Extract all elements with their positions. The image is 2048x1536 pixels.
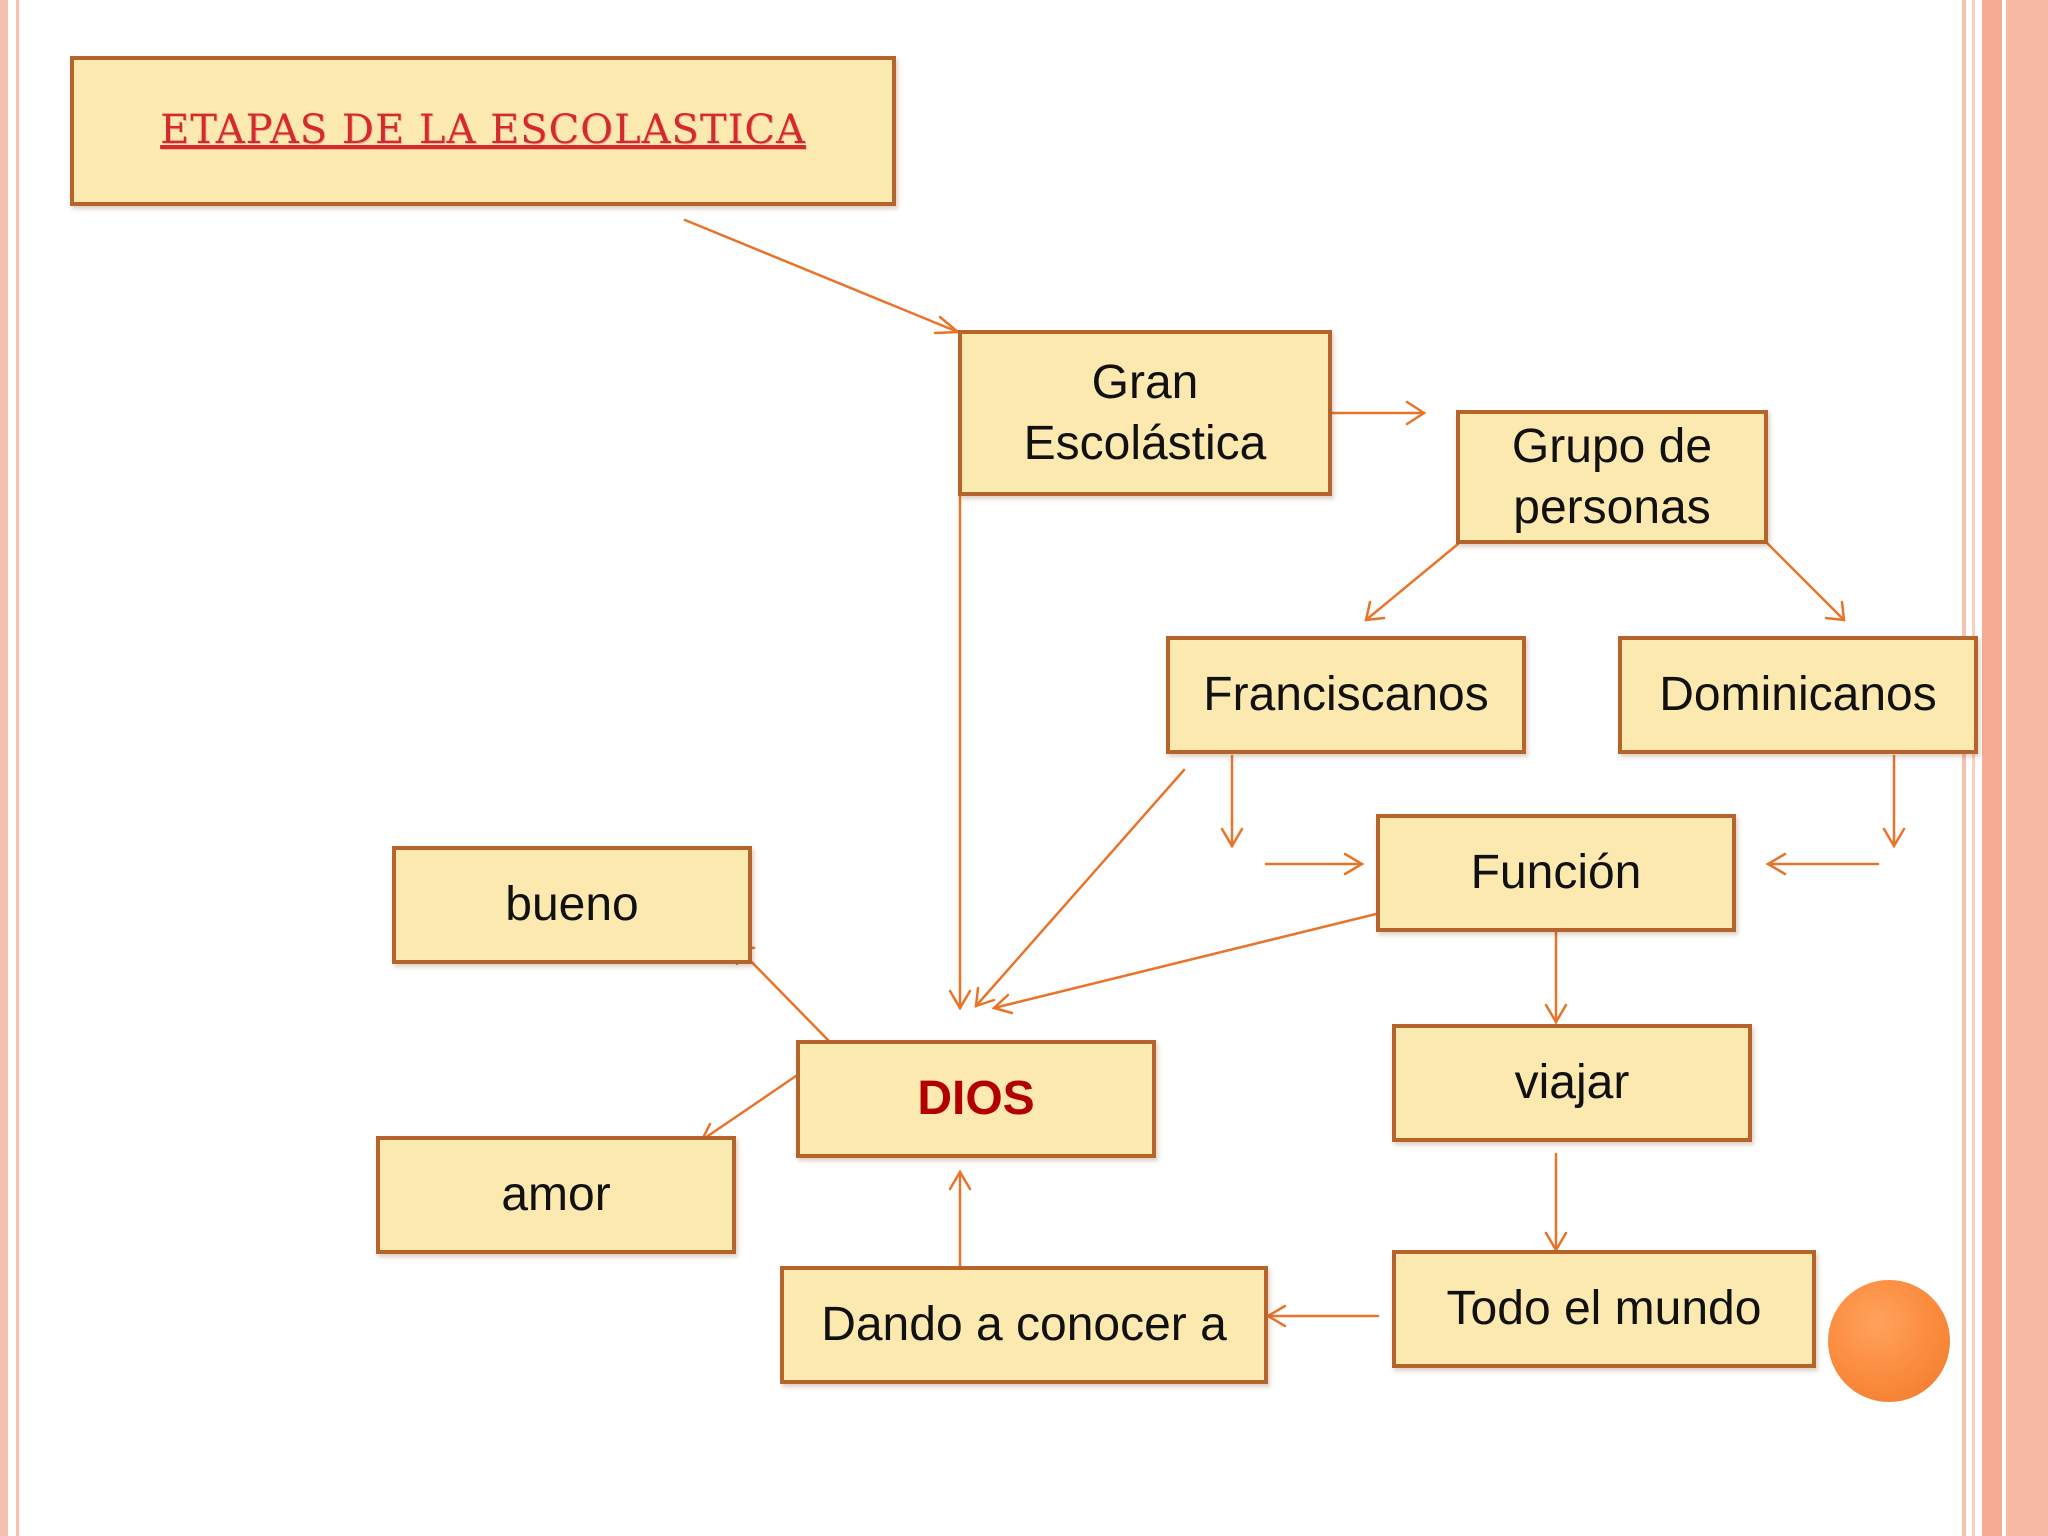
node-viajar: viajar bbox=[1392, 1024, 1752, 1142]
node-dominicanos-label: Dominicanos bbox=[1659, 668, 1937, 722]
arrowhead-dios-bottom bbox=[948, 1169, 972, 1191]
node-grupo-de-personas-label: Grupo de personas bbox=[1511, 419, 1713, 534]
node-bueno: bueno bbox=[392, 846, 752, 964]
node-franciscanos: Franciscanos bbox=[1166, 636, 1526, 754]
node-todo-el-mundo-label: Todo el mundo bbox=[1446, 1282, 1762, 1336]
node-amor-label: amor bbox=[501, 1168, 611, 1222]
slide-title: ETAPAS DE LA ESCOLASTICA bbox=[160, 107, 806, 154]
node-gran-escolastica: Gran Escolástica bbox=[958, 330, 1332, 496]
node-grupo-de-personas: Grupo de personas bbox=[1456, 410, 1768, 544]
arrowhead-dios-right bbox=[991, 993, 1014, 1015]
connector-funcion-to-dios bbox=[992, 912, 1378, 1010]
arrowhead-grupo bbox=[1405, 400, 1427, 426]
arrowhead-franciscanos bbox=[1364, 600, 1386, 622]
left-border-stripe bbox=[0, 0, 8, 1536]
title-box: ETAPAS DE LA ESCOLASTICA bbox=[70, 56, 896, 206]
arrowhead-franciscanos-down bbox=[1220, 827, 1244, 849]
node-viajar-label: viajar bbox=[1514, 1056, 1630, 1110]
arrowhead-dios-top bbox=[948, 989, 972, 1011]
node-franciscanos-label: Franciscanos bbox=[1203, 668, 1489, 722]
arrowhead-dando bbox=[1265, 1304, 1287, 1328]
right-border-stripe bbox=[1982, 0, 2002, 1536]
node-todo-el-mundo: Todo el mundo bbox=[1392, 1250, 1816, 1368]
node-amor: amor bbox=[376, 1136, 736, 1254]
connector-title-to-gran bbox=[683, 218, 960, 334]
right-border-stripe-thin-2 bbox=[1972, 0, 1975, 1536]
connector-dios-to-amor bbox=[700, 1074, 798, 1142]
node-funcion: Función bbox=[1376, 814, 1736, 932]
node-dios-label: DIOS bbox=[917, 1072, 1035, 1126]
node-dando-a-conocer-label: Dando a conocer a bbox=[821, 1298, 1227, 1352]
connector-grupo-to-dominicanos bbox=[1766, 542, 1846, 622]
node-dios: DIOS bbox=[796, 1040, 1156, 1158]
node-bueno-label: bueno bbox=[505, 878, 639, 932]
decorative-circle bbox=[1828, 1280, 1950, 1402]
connector-franciscanos-to-dios bbox=[974, 768, 1186, 1008]
left-border-stripe-thin bbox=[16, 0, 19, 1536]
right-border-stripe-thin bbox=[1962, 0, 1966, 1536]
node-gran-escolastica-label: Gran Escolástica bbox=[1023, 355, 1267, 470]
arrowhead-dominicanos-down bbox=[1882, 827, 1906, 849]
connector-grupo-to-franciscanos bbox=[1364, 542, 1460, 622]
node-dando-a-conocer: Dando a conocer a bbox=[780, 1266, 1268, 1384]
arrowhead-dios-diag bbox=[974, 986, 996, 1008]
arrowhead-viajar bbox=[1544, 1003, 1568, 1025]
arrowhead-funcion-right bbox=[1765, 852, 1787, 876]
right-border-stripe-2 bbox=[2006, 0, 2048, 1536]
node-funcion-label: Función bbox=[1470, 846, 1642, 900]
node-dominicanos: Dominicanos bbox=[1618, 636, 1978, 754]
arrowhead-funcion-left bbox=[1343, 852, 1365, 876]
arrowhead-dominicanos bbox=[1824, 600, 1846, 622]
